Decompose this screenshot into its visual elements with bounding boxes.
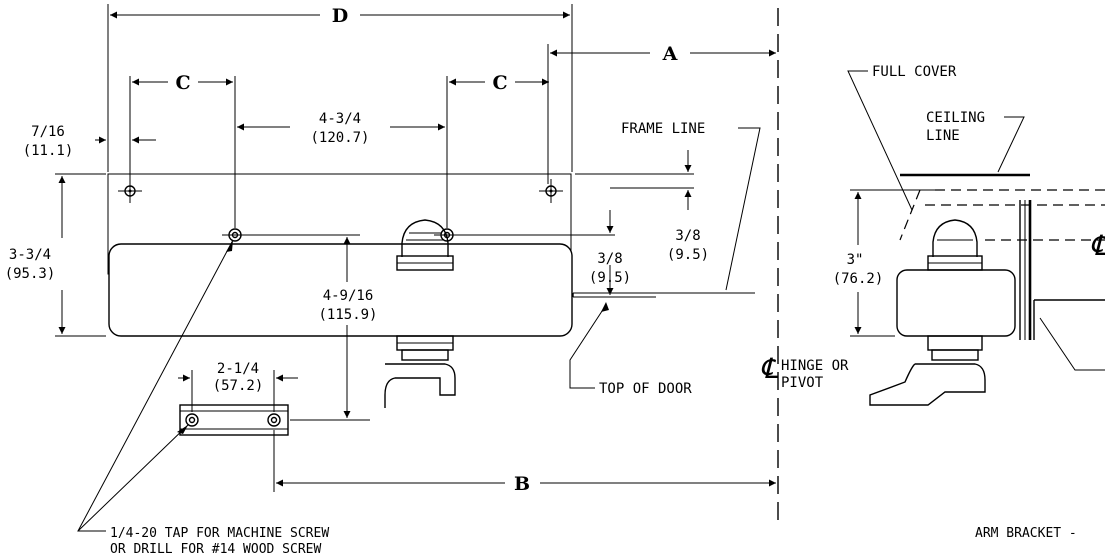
centerline-symbol-hinge: ℄ — [760, 352, 779, 385]
dim-hole-offset-frac: 7/16 — [31, 124, 65, 140]
dim-body-height-mm: (95.3) — [5, 266, 56, 282]
centerline-symbol-side: ℄ — [1090, 229, 1105, 262]
arm-bracket — [179, 404, 289, 436]
dim-bracket-offset-frac: 4-9/16 — [323, 288, 374, 304]
dim-b: B — [514, 473, 530, 495]
label-hinge-line1: HINGE OR — [781, 358, 849, 374]
dim-hole-spacing-frac: 4-3/4 — [319, 111, 361, 127]
closer-side-view: ℄ — [850, 173, 1105, 406]
labels: FRAME LINE TOP OF DOOR ℄ HINGE OR PIVOT … — [77, 64, 1077, 557]
dim-door-gap-frac: 3/8 — [597, 251, 622, 267]
dim-c-right: C — [492, 72, 507, 94]
label-arm-bracket: ARM BRACKET - — [975, 526, 1077, 541]
label-frame-line: FRAME LINE — [621, 121, 705, 137]
label-ceiling-line1: CEILING — [926, 110, 985, 126]
dimension-lines — [55, 4, 776, 492]
dim-side-height-frac: 3" — [847, 252, 864, 268]
label-top-of-door: TOP OF DOOR — [599, 381, 692, 397]
dim-top-gap-mm: (9.5) — [667, 247, 709, 263]
mounting-hole-4 — [539, 179, 563, 203]
label-full-cover: FULL COVER — [872, 64, 957, 80]
dim-a: A — [662, 43, 678, 65]
dim-d: D — [332, 5, 348, 27]
mounting-hole-1 — [118, 179, 142, 203]
dim-hole-offset-mm: (11.1) — [23, 143, 74, 159]
dim-bracket-offset-mm: (115.9) — [318, 307, 377, 323]
label-ceiling-line2: LINE — [926, 128, 960, 144]
dimension-text: D A C C B 7/16 (11.1) 4-3/4 (120.7) 3-3/… — [5, 5, 884, 495]
pinion-bottom — [384, 335, 456, 408]
dim-c-left: C — [175, 72, 190, 94]
dim-hole-spacing-mm: (120.7) — [310, 130, 369, 146]
label-hinge-line2: PIVOT — [781, 375, 824, 391]
closer-top-view — [107, 8, 779, 520]
closer-body — [108, 243, 573, 337]
dim-bracket-holes-mm: (57.2) — [213, 378, 264, 394]
dim-door-gap-mm: (9.5) — [589, 270, 631, 286]
mounting-hole-2 — [222, 228, 248, 242]
dim-bracket-holes-frac: 2-1/4 — [217, 361, 259, 377]
dim-body-height-frac: 3-3/4 — [9, 247, 51, 263]
label-tap-note-line2: OR DRILL FOR #14 WOOD SCREW — [110, 542, 321, 557]
dim-top-gap-frac: 3/8 — [675, 228, 700, 244]
pinion-top — [396, 219, 454, 271]
label-tap-note-line1: 1/4-20 TAP FOR MACHINE SCREW — [110, 526, 329, 541]
dim-side-height-mm: (76.2) — [833, 271, 884, 287]
